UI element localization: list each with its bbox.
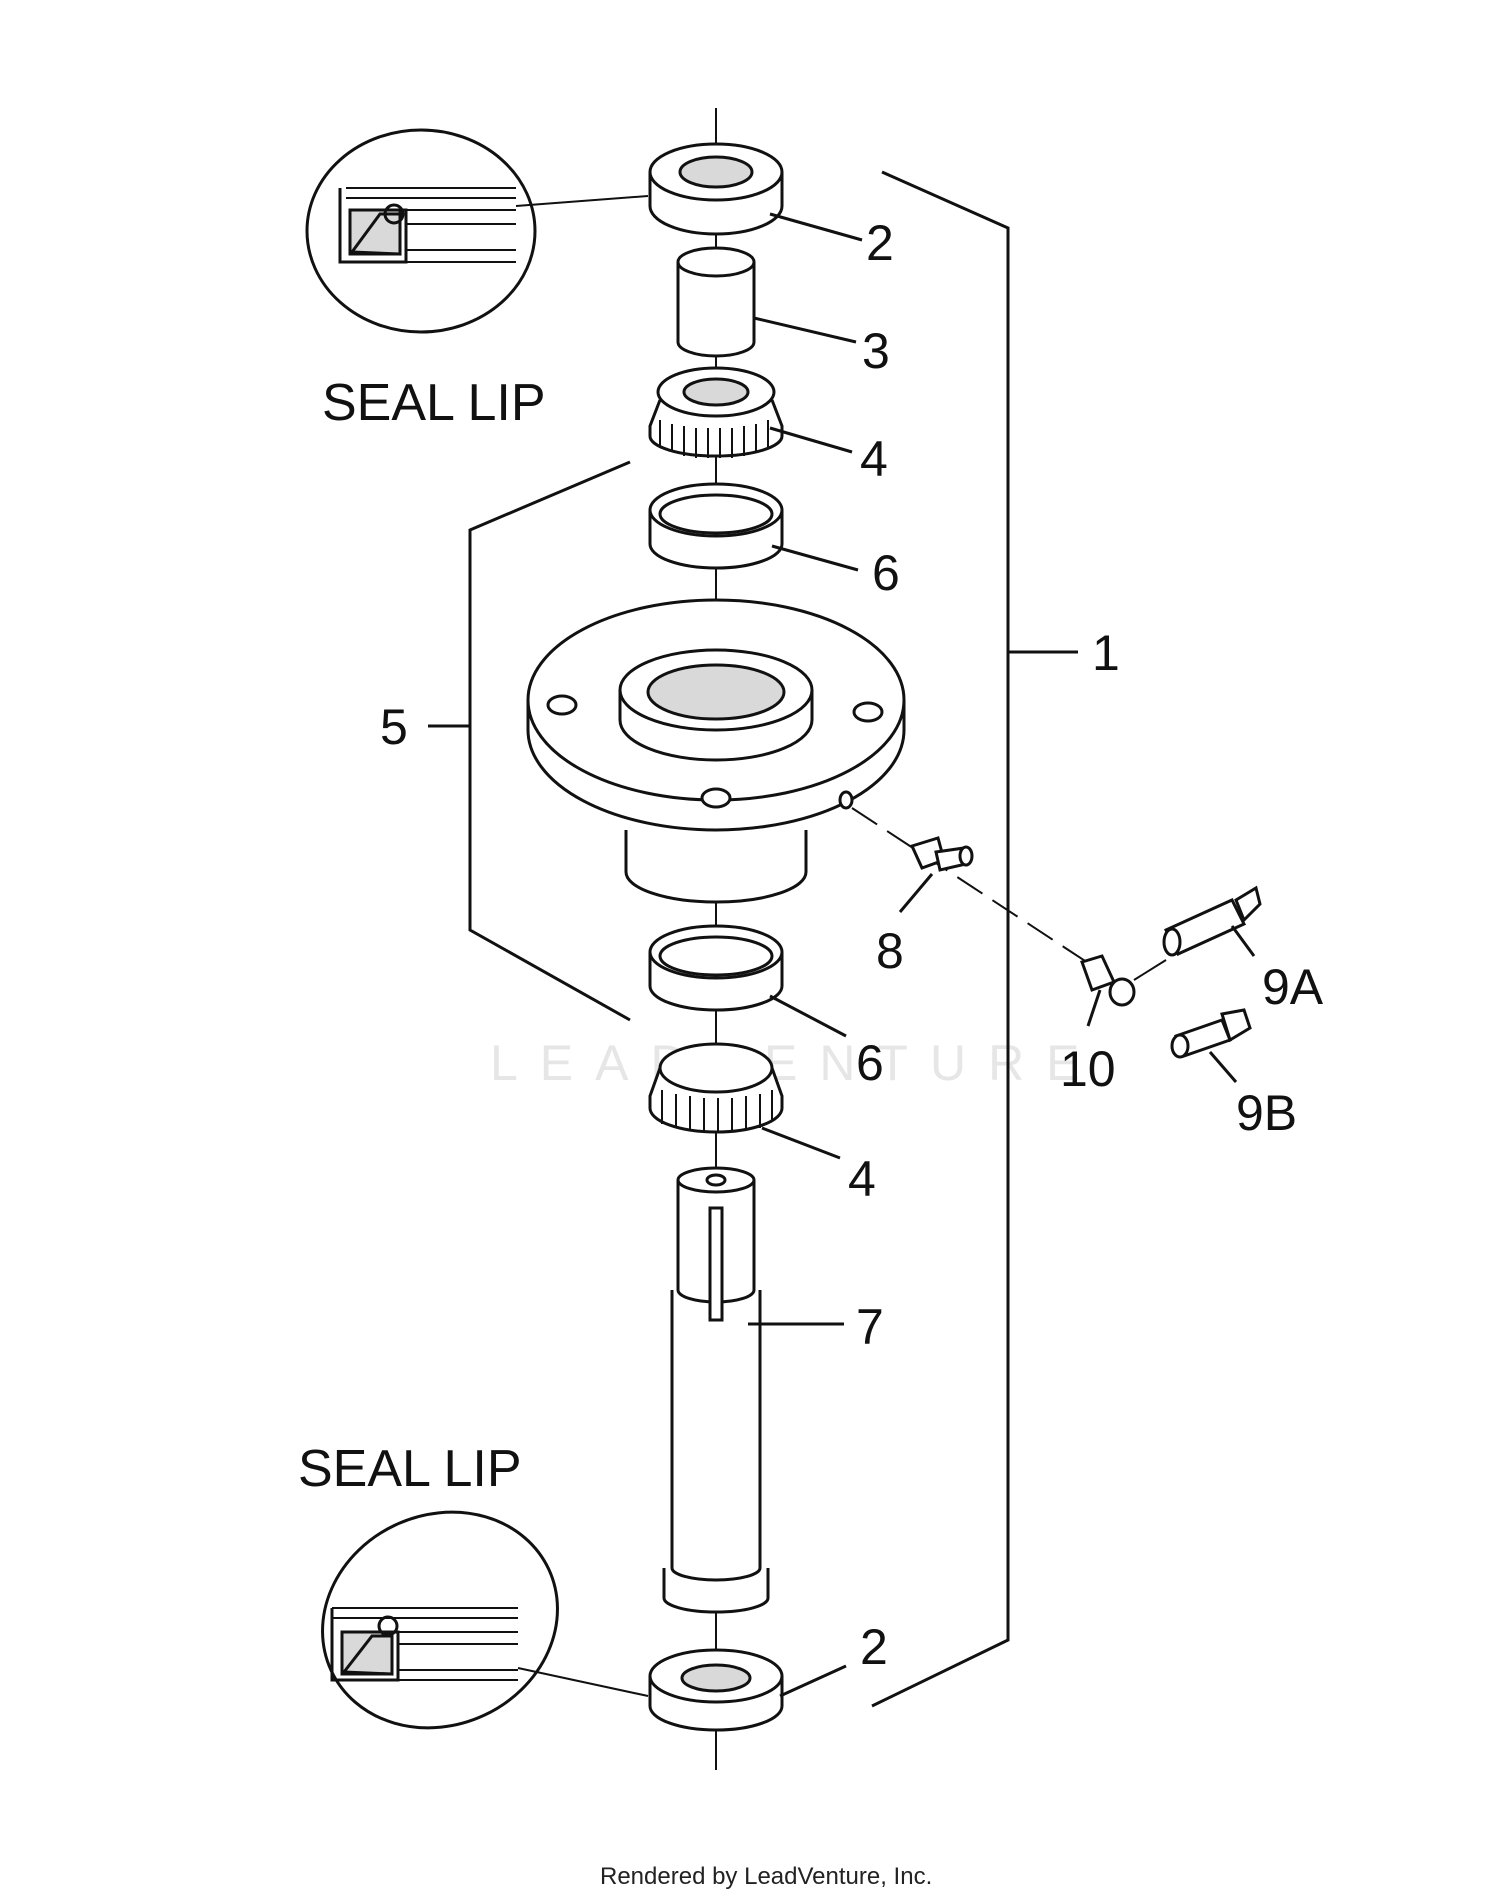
leader-2-bottom <box>779 1664 847 1698</box>
leader-9b <box>1208 1051 1238 1083</box>
seal-detail-bottom <box>321 1510 649 1730</box>
link-10-9a <box>1133 959 1167 981</box>
callout-2-top: 2 <box>866 215 894 271</box>
callout-1: 1 <box>1092 625 1120 681</box>
bearing-cup-bottom <box>648 924 784 1012</box>
seal-lip-label-top: SEAL LIP <box>322 374 546 432</box>
leader-8 <box>898 873 934 913</box>
footer-credit: Rendered by LeadVenture, Inc. <box>600 1863 932 1890</box>
leader-10 <box>1086 989 1102 1027</box>
spindle-housing <box>526 598 906 904</box>
spacer-sleeve <box>676 246 756 358</box>
seal-detail-top <box>305 128 649 334</box>
callout-10: 10 <box>1060 1041 1116 1097</box>
leader-2-top <box>769 212 863 242</box>
grease-fitting-9b <box>1170 1008 1252 1059</box>
grease-adapter <box>1080 954 1136 1007</box>
housing-bracket-5 <box>468 460 631 1022</box>
leader-4-bottom <box>761 1126 841 1160</box>
seal-ring-bottom <box>648 1648 784 1732</box>
leader-3 <box>753 316 857 344</box>
callout-4-top: 4 <box>860 431 888 487</box>
callout-5: 5 <box>380 699 408 755</box>
seal-ring-top <box>648 142 784 236</box>
bearing-cup-top <box>648 482 784 570</box>
callout-2-bottom: 2 <box>860 1619 888 1675</box>
watermark: LEADVENTURE <box>490 1035 1102 1091</box>
callout-8: 8 <box>876 923 904 979</box>
grease-path <box>851 807 1109 977</box>
leader-6-top <box>771 544 859 572</box>
grease-fitting-elbow <box>909 836 974 872</box>
callout-7: 7 <box>856 1299 884 1355</box>
tapered-bearing-bottom <box>648 1042 784 1134</box>
assembly-bracket-1 <box>871 170 1010 1708</box>
leader-4-top <box>769 426 853 454</box>
callout-9b: 9B <box>1236 1085 1297 1141</box>
seal-lip-label-bottom: SEAL LIP <box>298 1440 522 1498</box>
callout-4-bottom: 4 <box>848 1151 876 1207</box>
callout-9a: 9A <box>1262 959 1324 1015</box>
callout-3: 3 <box>862 323 890 379</box>
spindle-shaft <box>662 1166 770 1614</box>
grease-fitting-9a <box>1162 885 1262 957</box>
leader-6-bottom <box>769 994 847 1038</box>
callout-6-bottom: 6 <box>856 1035 884 1091</box>
callout-6-top: 6 <box>872 545 900 601</box>
tapered-bearing-top <box>648 366 784 458</box>
leader-9a <box>1230 925 1256 957</box>
